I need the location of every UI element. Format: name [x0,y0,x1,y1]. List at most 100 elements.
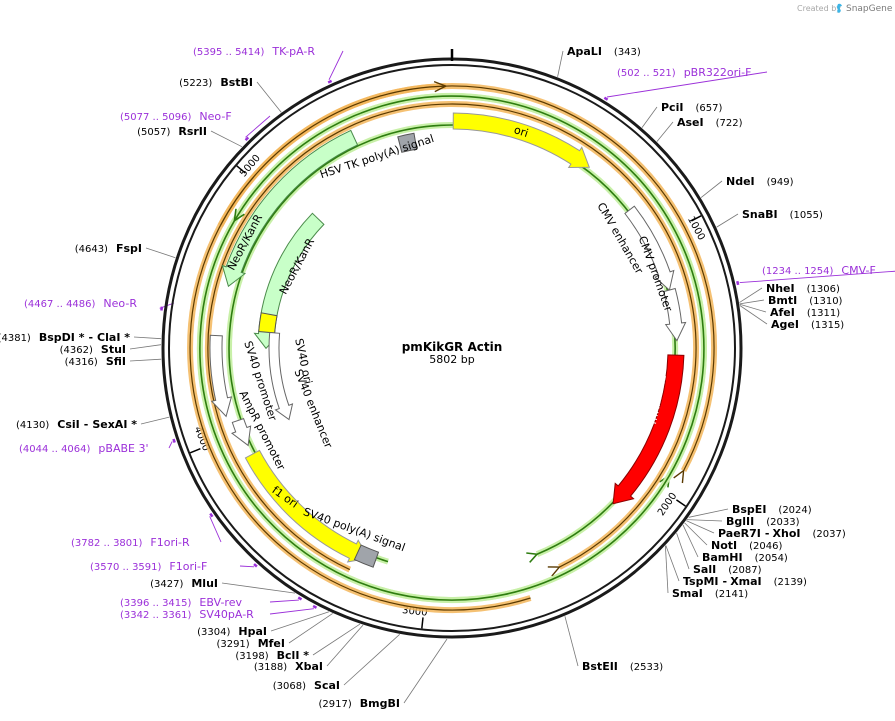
enzyme-site[interactable]: (4643)FspI [75,242,142,255]
enzyme-site[interactable]: (3291)MfeI [216,637,285,650]
enzyme-leader-line [739,305,768,325]
feature-sv40-enhancer [268,331,294,421]
enzyme-site[interactable]: BstEII(2533) [582,660,663,673]
enzyme-site[interactable]: BmtI(1310) [768,294,843,307]
enzyme-site[interactable]: NotI(2046) [711,539,782,552]
enzyme-site[interactable]: (2917)BmgBI [319,697,400,710]
center-label: pmKikGR Actin 5802 bp [402,340,503,366]
enzyme-leader-line [684,522,708,546]
enzyme-site[interactable]: (3068)ScaI [273,679,340,692]
enzyme-label: NdeI(949) [726,175,794,188]
enzyme-leader-line [564,616,579,667]
enzyme-label: PaeR7I-XhoI(2037) [718,527,846,540]
enzyme-site[interactable]: AgeI(1315) [771,318,844,331]
enzyme-name: XhoI [773,527,801,540]
enzyme-site[interactable]: (5057)RsrII [137,125,207,138]
enzyme-leader-line [665,545,680,582]
primer-leader-line [245,115,271,138]
primer-site[interactable]: (4044 .. 4064) pBABE 3' [19,442,149,455]
enzyme-name: AfeI [770,306,795,319]
enzyme-site[interactable]: PaeR7I-XhoI(2037) [718,527,846,540]
enzyme-position: (949) [767,177,794,188]
enzyme-site[interactable]: TspMI-XmaI(2139) [683,575,807,588]
primer-range: (3570 .. 3591) [90,562,162,573]
enzyme-site[interactable]: (4362)StuI [60,343,126,356]
enzyme-position: (1310) [809,296,842,307]
enzyme-site[interactable]: BamHI(2054) [702,551,788,564]
primer-site[interactable]: (3342 .. 3361)SV40pA-R [120,608,254,621]
enzyme-site[interactable]: (3427)MluI [150,577,218,590]
enzyme-site[interactable]: (3198)BclI * [235,649,309,662]
enzyme-site[interactable]: SmaI(2141) [672,587,748,600]
primer-range: (5395 .. 5414) [193,47,265,58]
enzyme-label: BspEI(2024) [732,503,812,516]
plasmid-length: 5802 bp [429,353,474,366]
primer-site[interactable]: (5395 .. 5414) TK-pA-R [193,45,315,58]
enzyme-name: - [723,575,727,588]
primer-range: (3396 .. 3415) [120,598,192,609]
enzyme-name: RsrII [178,125,207,138]
enzyme-leader-line [221,582,296,594]
enzyme-label: (4643)FspI [75,242,142,255]
primer-label: (502 .. 521)pBR322ori-F [617,66,751,79]
enzyme-site[interactable]: BglII(2033) [726,515,800,528]
primer-range: (3782 .. 3801) [71,538,143,549]
primer-site[interactable]: (3570 .. 3591) F1ori-F [90,560,207,573]
primer-leader-line [239,565,255,568]
primer-site[interactable]: (3396 .. 3415)EBV-rev [120,596,242,609]
enzyme-leader-line [270,611,330,632]
primer-site[interactable]: (3782 .. 3801)F1ori-R [71,536,190,549]
enzyme-label: SnaBI(1055) [742,208,823,221]
feature-hsv-tk-polya [397,132,418,153]
primer-label: (3396 .. 3415)EBV-rev [120,596,242,609]
enzyme-site[interactable]: (3188)XbaI [254,660,323,673]
enzyme-site[interactable]: (4316)SfiI [65,355,126,368]
enzyme-name: AgeI [771,318,799,331]
enzyme-site[interactable]: SalI(2087) [693,563,762,576]
enzyme-site[interactable]: AseI(722) [677,116,743,129]
features [209,112,687,568]
primer-site[interactable]: (5077 .. 5096)Neo-F [120,110,232,123]
enzyme-site[interactable]: PciI(657) [661,101,722,114]
primer-site[interactable]: (1234 .. 1254)CMV-F [762,264,876,277]
enzyme-label: (3068)ScaI [273,679,340,692]
enzyme-name: SnaBI [742,208,778,221]
enzyme-position: (3304) [197,627,230,638]
enzyme-leader-line [641,106,658,128]
feature-ori [452,112,591,169]
enzyme-leader-line [140,416,170,425]
enzyme-leader-line [665,545,669,594]
primer-label: (5077 .. 5096)Neo-F [120,110,232,123]
enzyme-site[interactable]: ApaLI(343) [567,45,641,58]
enzyme-position: (4643) [75,244,108,255]
enzyme-leader-line [326,624,364,667]
enzyme-label: BmtI(1310) [768,294,843,307]
enzyme-site[interactable]: BspEI(2024) [732,503,812,516]
snapgene-logo-icon [837,3,842,13]
enzyme-position: (2046) [749,541,782,552]
enzyme-label: (3198)BclI * [235,649,309,662]
enzyme-site[interactable]: (5223)BstBI [179,76,253,89]
enzyme-name: SmaI [672,587,703,600]
enzyme-site[interactable]: NdeI(949) [726,175,794,188]
enzyme-position: (1306) [807,284,840,295]
primer-name: pBABE 3' [98,442,148,455]
enzyme-position: (2024) [778,505,811,516]
enzyme-site[interactable]: AfeI(1311) [770,306,840,319]
enzyme-site[interactable]: SnaBI(1055) [742,208,823,221]
primer-name: TK-pA-R [271,45,315,58]
backbone-inner-ring [168,64,736,632]
primer-site[interactable]: (4467 .. 4486)Neo-R [24,297,137,310]
enzyme-leader-line [686,520,715,534]
primer-name: F1ori-F [169,560,207,573]
primer-range: (4044 .. 4064) [19,444,91,455]
enzyme-label: (5057)RsrII [137,125,207,138]
primer-site[interactable]: (502 .. 521)pBR322ori-F [617,66,751,79]
enzyme-leader-line [129,358,162,362]
enzyme-site[interactable]: NheI(1306) [766,282,840,295]
enzyme-site[interactable]: (3304)HpaI [197,625,267,638]
enzyme-site[interactable]: (4381)BspDI *-ClaI * [0,331,130,344]
enzyme-label: SmaI(2141) [672,587,748,600]
enzyme-name: BglII [726,515,754,528]
enzyme-site[interactable]: (4130)CsiI-SexAI * [16,418,137,431]
